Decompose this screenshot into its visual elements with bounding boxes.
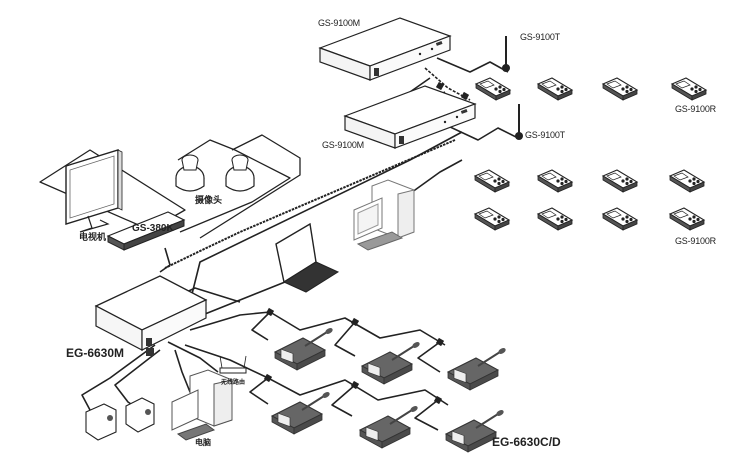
handheld-receiver-icon bbox=[537, 77, 573, 101]
handheld-receiver-icon bbox=[537, 169, 573, 193]
label-computer: 电脑 bbox=[195, 438, 211, 447]
laptop-icon bbox=[275, 222, 340, 293]
handheld-receiver-icon bbox=[475, 77, 511, 101]
gs9100m-rack-bottom bbox=[344, 85, 476, 149]
conference-unit-icon bbox=[271, 389, 332, 435]
cable-conf-chain-top bbox=[189, 311, 446, 346]
cable-main-laptop bbox=[189, 279, 291, 321]
label-gs380k: GS-380K bbox=[132, 223, 174, 234]
cable-conf-chain-bottom bbox=[184, 344, 449, 406]
label-tv: 电视机 bbox=[79, 233, 107, 243]
label-camera-dome: 摄像头 bbox=[195, 196, 223, 206]
handheld-receiver-icon bbox=[669, 207, 705, 231]
desktop-computer-icon bbox=[171, 369, 233, 441]
conference-unit-icon bbox=[447, 345, 508, 391]
label-gs9100m-top: GS-9100M bbox=[318, 18, 360, 28]
cable-branch bbox=[414, 399, 439, 431]
cable-branch bbox=[334, 321, 356, 357]
label-eg6630m: EG-6630M bbox=[66, 346, 125, 360]
eg6630m-main-unit-icon bbox=[94, 275, 208, 356]
conference-unit-icon bbox=[361, 339, 422, 385]
label-eg6630cd: EG-6630C/D bbox=[492, 435, 561, 449]
label-gs9100r-top: GS-9100R bbox=[675, 104, 716, 114]
cable-main-ptz-1 bbox=[81, 344, 156, 411]
cable-pc-top bbox=[407, 159, 463, 196]
conference-unit-icon bbox=[359, 403, 420, 449]
conference-unit-icon bbox=[274, 325, 335, 371]
handheld-receiver-icon bbox=[474, 207, 510, 231]
handheld-receiver-icon bbox=[669, 169, 705, 193]
cable-tv-loop bbox=[39, 149, 186, 231]
dome-camera-icon bbox=[175, 154, 205, 192]
cable-gs9100m1-antenna bbox=[436, 57, 509, 73]
handheld-receiver-icon bbox=[671, 77, 707, 101]
cable-branch bbox=[417, 341, 441, 373]
handheld-receiver-icon bbox=[537, 207, 573, 231]
cable-branch bbox=[249, 377, 269, 405]
label-gs9100t-top: GS-9100T bbox=[520, 32, 560, 42]
ptz-camera-icon bbox=[125, 397, 155, 433]
handheld-receiver-icon bbox=[602, 77, 638, 101]
conference-units bbox=[271, 325, 508, 453]
cable-main-pc bbox=[174, 349, 191, 393]
dome-camera-icon bbox=[225, 154, 255, 192]
label-router: 无线路由 bbox=[221, 380, 246, 386]
label-gs9100m-bottom: GS-9100M bbox=[322, 140, 364, 150]
handheld-receiver-icon bbox=[602, 207, 638, 231]
cable-380k-main bbox=[159, 247, 171, 273]
label-gs9100t-bottom: GS-9100T bbox=[525, 130, 565, 140]
desktop-computer-icon bbox=[353, 179, 415, 251]
handheld-receiver-icon bbox=[474, 169, 510, 193]
antenna-icon bbox=[502, 36, 510, 72]
antenna-icon bbox=[515, 104, 523, 140]
label-gs9100r-bottom: GS-9100R bbox=[675, 236, 716, 246]
cable-dome-loop-1 bbox=[177, 139, 291, 233]
handheld-receiver-icon bbox=[602, 169, 638, 193]
gs380k-controller-icon bbox=[106, 211, 186, 251]
wireless-router-icon bbox=[219, 355, 247, 374]
receiver-grid bbox=[474, 77, 707, 231]
cable-rack-main bbox=[164, 139, 456, 269]
ptz-camera-icon bbox=[85, 403, 117, 441]
cables bbox=[39, 57, 519, 431]
cable-branch bbox=[331, 384, 356, 417]
cable-dome-loop-2 bbox=[199, 134, 301, 239]
tv-monitor-icon bbox=[65, 149, 123, 233]
cable-rack-main-2 bbox=[189, 131, 463, 303]
cable-gs9100m2-antenna bbox=[447, 125, 519, 141]
cable-branch bbox=[251, 311, 271, 341]
cable-main-router bbox=[167, 341, 219, 373]
